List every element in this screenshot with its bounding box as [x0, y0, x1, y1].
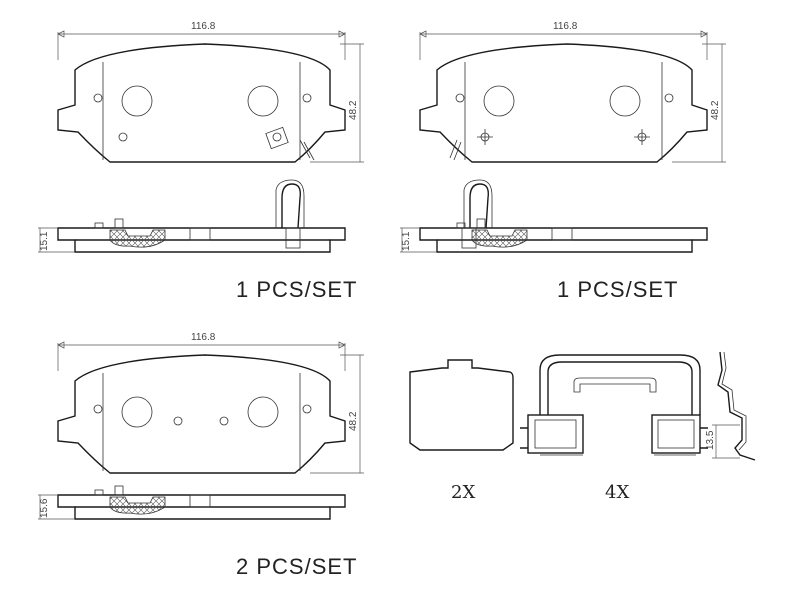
- shim-quantity-label: 2X: [451, 482, 475, 503]
- crosshair-icon: [477, 129, 493, 145]
- pad-3-height-dimension: 48.2: [348, 411, 359, 431]
- pad-1-front-view: [57, 30, 364, 163]
- pad-2-thickness-dimension: 15.1: [401, 231, 412, 251]
- pad-1-width-dimension: 116.8: [191, 21, 216, 32]
- pad-1-height-dimension: 48.2: [348, 100, 359, 120]
- pad-3-quantity-label: 2 PCS/SET: [236, 554, 357, 579]
- wear-sensor-icon: [265, 126, 315, 161]
- wear-sensor-icon: [449, 139, 462, 161]
- pad-2-height-dimension: 48.2: [710, 100, 721, 120]
- pad-3-front-view: [57, 341, 364, 474]
- pad-2-side-view: [400, 179, 708, 253]
- abutment-clip: [520, 354, 708, 456]
- shim-plate: [409, 359, 514, 451]
- pad-1-quantity-label: 1 PCS/SET: [236, 277, 357, 302]
- crosshair-icon: [634, 129, 650, 145]
- pad-3-side-view: [38, 485, 346, 520]
- pad-1-thickness-dimension: 15.1: [39, 231, 50, 251]
- pad-3-width-dimension: 116.8: [191, 332, 216, 343]
- clip-quantity-label: 4X: [605, 482, 629, 503]
- pad-3-thickness-dimension: 15.6: [39, 498, 50, 518]
- clip-height-dimension: 13.5: [705, 430, 716, 450]
- clip-side-profile: [712, 351, 756, 461]
- pad-2-quantity-label: 1 PCS/SET: [557, 277, 678, 302]
- pad-1-side-view: [38, 179, 346, 253]
- pad-2-width-dimension: 116.8: [553, 21, 578, 32]
- pad-2-front-view: [419, 30, 726, 163]
